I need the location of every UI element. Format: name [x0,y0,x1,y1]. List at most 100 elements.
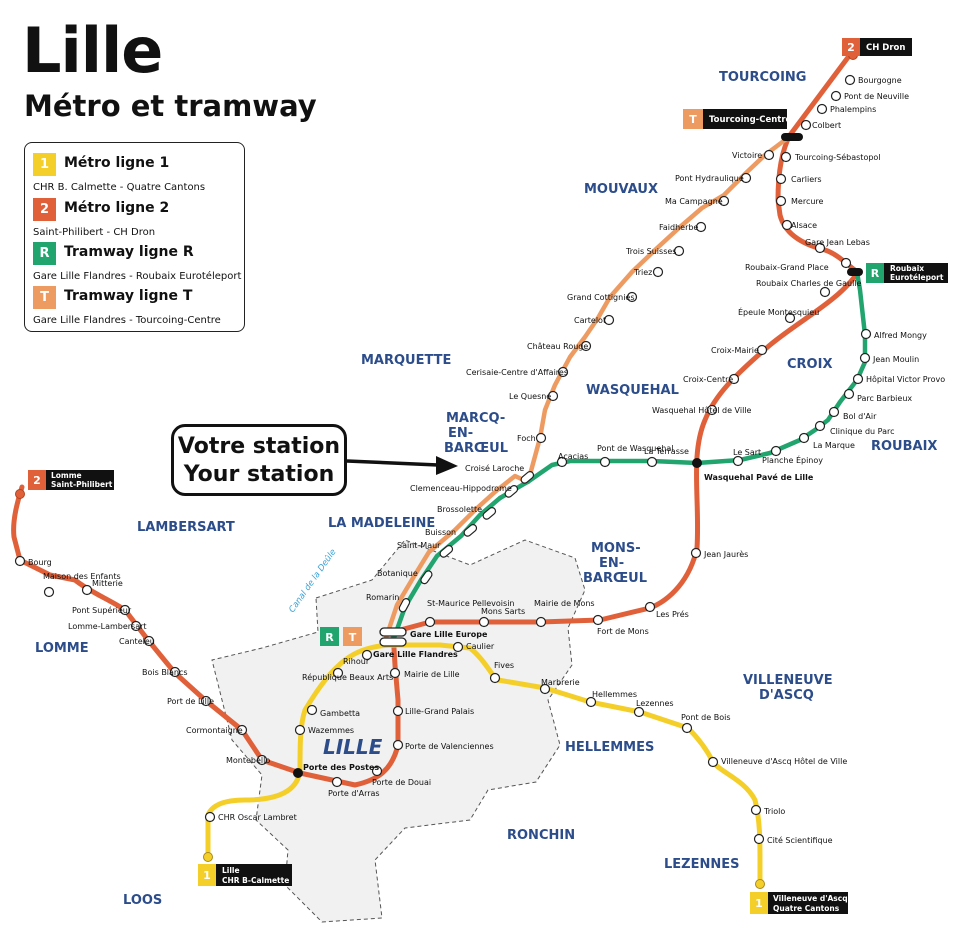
station-chateau-rouge[interactable] [580,340,592,352]
station-jean-moulin[interactable] [859,352,871,364]
station-ma-campagne[interactable] [718,195,730,207]
station-parc-barbieux[interactable] [843,388,855,400]
station-croise-laroche[interactable] [520,470,535,484]
station-croix-mairie[interactable] [756,344,768,356]
station-brossolette[interactable] [482,506,497,520]
station-bois-blancs[interactable] [169,666,181,678]
station-clinique-du-parc[interactable] [814,420,826,432]
station-hopital-victor-provo[interactable] [852,373,864,385]
station-bourgogne[interactable] [844,74,856,86]
station-st-maurice[interactable] [424,616,436,628]
legend-desc-tram-t: Gare Lille Flandres - Tourcoing-Centre [33,315,221,326]
station-carliers[interactable] [775,173,787,185]
station-lomme-lambersart[interactable] [130,620,142,632]
terminal-lomme[interactable] [15,489,25,499]
station-mitterie[interactable] [81,584,93,596]
station-gare-jean-lebas[interactable] [814,242,826,254]
station-buisson[interactable] [463,523,478,537]
station-croix-centre[interactable] [728,373,740,385]
station-les-pres[interactable] [644,601,656,613]
legend-name-tram-r: Tramway ligne R [64,244,194,260]
station-trois-suisses[interactable] [673,245,685,257]
station-foch[interactable] [535,432,547,444]
station-porte-des-postes[interactable] [293,768,303,778]
station-pont-hydraulique[interactable] [740,172,752,184]
station-cormontaigne[interactable] [236,724,248,736]
station-cerisaie[interactable] [557,366,569,378]
station-botanique[interactable] [420,570,434,585]
station-la-marque[interactable] [798,432,810,444]
map-subtitle: Métro et tramway [24,89,317,123]
station-montebello[interactable] [256,754,268,766]
station-jean-jaures[interactable] [690,547,702,559]
tram-t-stations [535,149,775,444]
legend-name-metro-2: Métro ligne 2 [64,200,170,216]
callout-line-1: Votre station [177,434,341,459]
station-rihour[interactable] [361,649,373,661]
station-pont-de-neuville[interactable] [830,90,842,102]
station-gare-lille-europe[interactable] [379,627,407,637]
station-cite-scientifique[interactable] [753,833,765,845]
station-mairie-de-lille[interactable] [389,667,401,679]
station-wasquehal-hdv[interactable] [706,404,718,416]
station-victoire[interactable] [763,149,775,161]
station-porte-de-douai[interactable] [371,765,383,777]
station-roubaix-euroteleport[interactable] [847,268,863,276]
station-phalempins[interactable] [816,103,828,115]
station-grand-cottignies[interactable] [626,291,638,303]
station-pont-de-wasquehal[interactable] [599,456,611,468]
station-acacias[interactable] [556,456,568,468]
station-saint-maur[interactable] [439,544,454,558]
station-mons-sarts[interactable] [478,616,490,628]
station-port-de-lille[interactable] [200,695,212,707]
station-cartelot[interactable] [603,314,615,326]
station-lezennes[interactable] [633,706,645,718]
station-triez[interactable] [652,266,664,278]
station-alfred-mongy[interactable] [860,328,872,340]
callout-line-2: Your station [183,462,335,487]
station-wasquehal-pave[interactable] [692,458,702,468]
station-wazemmes[interactable] [294,724,306,736]
station-chr-oscar-lambret[interactable] [204,811,216,823]
station-bol-d-air[interactable] [828,406,840,418]
station-pont-superieur[interactable] [119,604,131,616]
station-charles-de-gaulle[interactable] [819,286,831,298]
station-alsace[interactable] [781,219,793,231]
station-fort-de-mons[interactable] [592,614,604,626]
station-porte-de-valenciennes[interactable] [392,739,404,751]
station-colbert[interactable] [800,119,812,131]
callout-arrow [346,456,458,475]
station-canteleu[interactable] [143,635,155,647]
station-planche-epinoy[interactable] [770,445,782,457]
station-triolo[interactable] [750,804,762,816]
station-maison-des-enfants[interactable] [43,586,55,598]
station-faidherbe[interactable] [695,221,707,233]
station-clemenceau[interactable] [504,484,519,498]
station-fives[interactable] [489,672,501,684]
terminal-calmette[interactable] [203,852,213,862]
station-mercure[interactable] [775,195,787,207]
station-le-sart[interactable] [732,455,744,467]
station-marbrerie[interactable] [539,683,551,695]
station-pont-de-bois[interactable] [681,722,693,734]
station-porte-d-arras[interactable] [331,776,343,788]
station-le-quesne[interactable] [547,390,559,402]
station-mairie-de-mons[interactable] [535,616,547,628]
station-tourcoing-sebastopol[interactable] [780,151,792,163]
station-gare-lille-flandres[interactable] [379,637,407,647]
station-lille-grand-palais[interactable] [392,705,404,717]
station-republique[interactable] [332,667,344,679]
station-gambetta[interactable] [306,704,318,716]
station-epeule[interactable] [784,312,796,324]
station-hellemmes[interactable] [585,696,597,708]
terminal-quatre-cantons[interactable] [755,879,765,889]
station-roubaix-grand-place[interactable] [840,257,852,269]
station-la-terrasse[interactable] [646,456,658,468]
tram-r-stations [556,328,872,468]
station-villeneuve-hdv[interactable] [707,756,719,768]
station-tourcoing-centre[interactable] [781,133,803,141]
station-bourg[interactable] [14,555,26,567]
station-caulier[interactable] [452,641,464,653]
terminal-ch-dron[interactable] [848,50,858,60]
station-romarin[interactable] [398,597,411,613]
